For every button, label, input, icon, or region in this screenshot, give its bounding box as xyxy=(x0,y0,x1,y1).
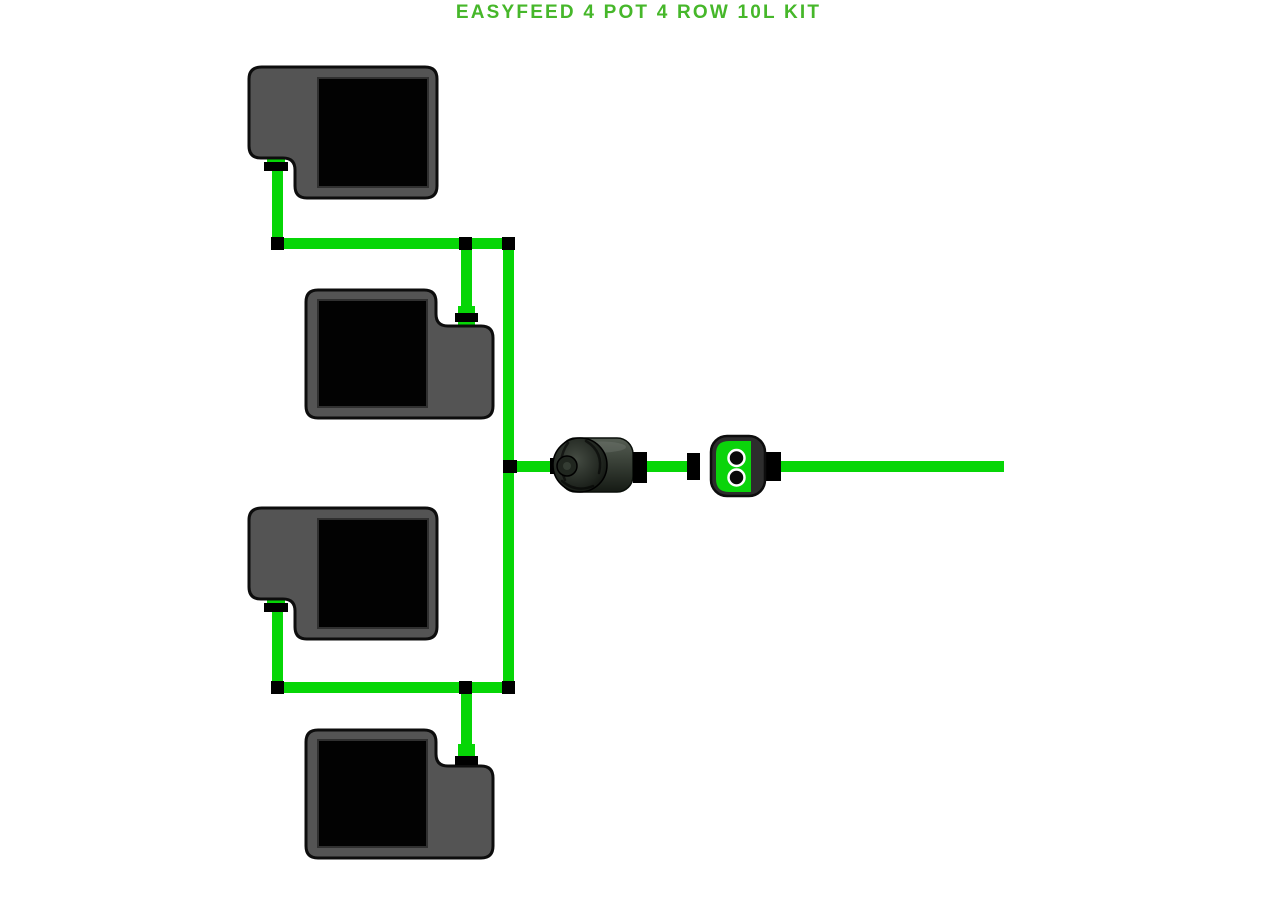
pipe-segment xyxy=(461,247,472,313)
pot-opening xyxy=(317,299,428,408)
pipe-segment xyxy=(272,166,283,244)
barb-connector xyxy=(455,756,478,765)
pot-opening xyxy=(317,739,428,848)
pump-inlet-hub-center xyxy=(563,462,571,470)
pipe-segment xyxy=(272,682,514,693)
tee-connector xyxy=(503,460,517,473)
pot-stub-connectors xyxy=(264,162,478,765)
elbow-connector xyxy=(271,681,284,694)
pot-upper-middle xyxy=(304,288,495,420)
easyfeed-doser-valve xyxy=(687,434,781,498)
valve-inlet-connector xyxy=(687,453,700,480)
pipe-segment xyxy=(272,610,283,688)
pump-blade xyxy=(584,439,602,475)
barb-connector xyxy=(264,603,288,612)
valve-port-top xyxy=(727,448,746,468)
pipe-segment xyxy=(461,690,472,758)
pipe-fittings xyxy=(271,237,517,694)
pot-bottom-middle xyxy=(304,728,495,860)
pipe-segment xyxy=(640,461,695,472)
inline-water-pump xyxy=(550,437,647,493)
tee-connector xyxy=(459,681,472,694)
elbow-connector xyxy=(271,237,284,250)
pump-blade xyxy=(560,479,595,490)
pipe-segment xyxy=(508,461,558,472)
pipe-segment xyxy=(272,238,514,249)
pump-volute xyxy=(552,437,608,493)
pipe-segment xyxy=(757,461,1004,472)
barb-connector xyxy=(455,313,478,322)
pot-top-left xyxy=(247,65,439,200)
diagram-title: EASYFEED 4 POT 4 ROW 10L KIT xyxy=(455,2,822,23)
valve-outlet-connector xyxy=(762,452,781,481)
elbow-connector xyxy=(502,237,515,250)
pot-opening xyxy=(317,518,429,629)
pump-outlet-connector xyxy=(633,452,647,483)
elbow-connector xyxy=(502,681,515,694)
pot-opening xyxy=(317,77,429,188)
valve-port-bottom xyxy=(727,468,746,487)
pot-lower-left xyxy=(247,506,439,641)
tee-connector xyxy=(459,237,472,250)
barb-connector xyxy=(264,162,288,171)
